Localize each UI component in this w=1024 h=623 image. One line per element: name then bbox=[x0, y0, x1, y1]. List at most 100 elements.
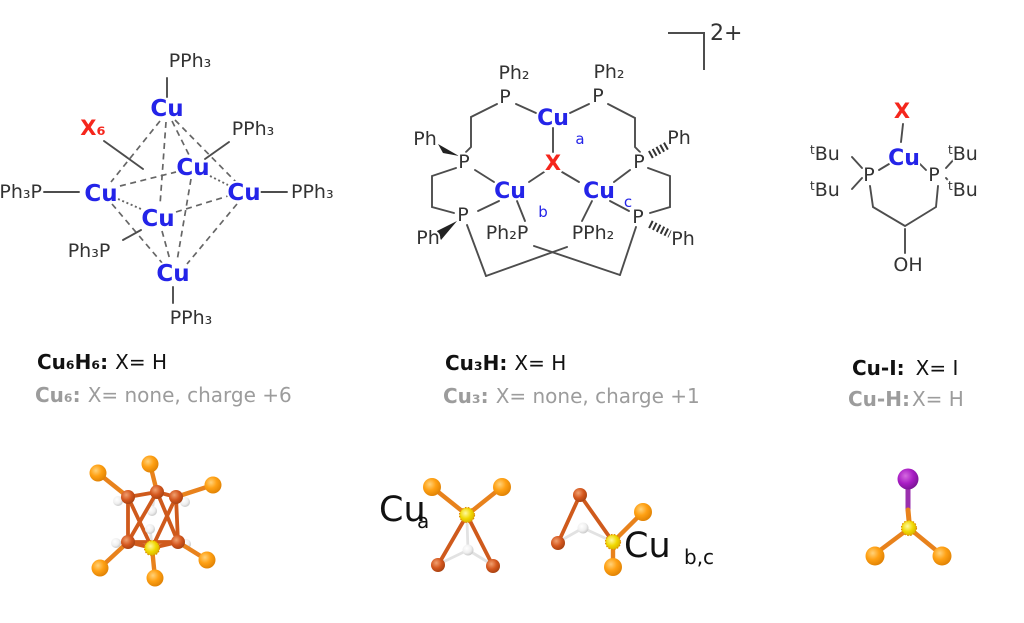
sub-c-label: c bbox=[624, 193, 632, 211]
p-label-lowleft: P bbox=[457, 204, 468, 226]
tbu-label-bottomleft: tBu bbox=[810, 179, 840, 201]
cubc-fragment-model: Cu b,c bbox=[551, 488, 714, 576]
p-label-pincer-left: P bbox=[863, 164, 874, 186]
x6-label: X₆ bbox=[80, 116, 105, 140]
cu-highlight-atom bbox=[458, 506, 476, 524]
cu-atom bbox=[431, 558, 445, 572]
cu-pincer-structure: X Cu P P tBu tBu tBu tBu OH bbox=[808, 97, 980, 278]
ph-label-right: Ph bbox=[667, 127, 691, 149]
ph-label-lowright: Ph bbox=[671, 228, 695, 250]
compound-condition: X= H bbox=[115, 350, 167, 374]
compound-condition: X= H bbox=[514, 351, 566, 375]
cu-a-label: Cu bbox=[537, 106, 569, 131]
x-label-middle: X bbox=[545, 151, 561, 175]
p-label-lowright: P bbox=[632, 206, 643, 228]
tbu-main: Bu bbox=[815, 179, 840, 201]
sub-a-label: a bbox=[575, 130, 584, 148]
h-atom bbox=[462, 544, 474, 556]
cua-model-subscript: a bbox=[417, 509, 429, 533]
p-atom bbox=[634, 503, 652, 521]
oh-label: OH bbox=[893, 254, 922, 276]
ph2p-label: Ph₂P bbox=[486, 222, 529, 244]
cu6-octahedron-dashed-bonds bbox=[110, 119, 238, 265]
p-atom bbox=[146, 569, 164, 587]
p-atom bbox=[141, 455, 159, 473]
compound-name: Cu-H: bbox=[848, 387, 910, 411]
cu-atom bbox=[171, 535, 185, 549]
cu-label-left: Cu bbox=[84, 181, 117, 207]
tbu-superscript: t bbox=[948, 179, 953, 193]
charge-label: 2+ bbox=[710, 21, 742, 46]
cubc-model-subscript: b,c bbox=[684, 545, 714, 569]
cu-atom bbox=[551, 536, 565, 550]
ph2-label-topleft: Ph₂ bbox=[498, 62, 529, 84]
compound-condition: X= I bbox=[916, 356, 959, 380]
caption-right-line2: Cu-H:X= H bbox=[848, 387, 964, 411]
caption-middle-line2: Cu₃:X= none, charge +1 bbox=[443, 384, 700, 408]
cu-highlight-atom bbox=[604, 533, 622, 551]
tbu-main: Bu bbox=[815, 143, 840, 165]
cu-atom bbox=[169, 490, 183, 504]
pph3-label-right: PPh₃ bbox=[291, 181, 334, 203]
h-atom bbox=[145, 524, 155, 534]
cu-label-right: Cu bbox=[227, 180, 260, 206]
pph2-label: PPh₂ bbox=[572, 222, 615, 244]
x-label-right: X bbox=[894, 99, 910, 123]
tbu-label-bottomright: tBu bbox=[948, 179, 978, 201]
ph-label-left: Ph bbox=[413, 128, 437, 150]
tbu-superscript: t bbox=[810, 179, 815, 193]
p-atom bbox=[198, 551, 216, 569]
sub-b-label: b bbox=[538, 203, 548, 221]
compound-name: Cu₃H: bbox=[445, 351, 507, 375]
p-atom bbox=[89, 464, 107, 482]
p-atom bbox=[423, 478, 441, 496]
caption-right-line1: Cu-I:X= I bbox=[852, 356, 958, 380]
p-atom bbox=[865, 546, 885, 566]
charge-bracket bbox=[668, 32, 705, 70]
p-atom bbox=[932, 546, 952, 566]
cu3-bonds bbox=[431, 103, 671, 277]
caption-left-line1: Cu₆H₆: X= H bbox=[37, 350, 167, 374]
tbu-main: Bu bbox=[953, 179, 978, 201]
cu-label-pincer: Cu bbox=[888, 146, 920, 171]
cu-label-bottom: Cu bbox=[156, 261, 189, 287]
h-atom bbox=[577, 522, 589, 534]
cui-model bbox=[865, 468, 952, 566]
ph-label-lowleft: Ph bbox=[416, 227, 440, 249]
pincer-bonds bbox=[851, 123, 957, 254]
phosphine-bonds bbox=[95, 461, 216, 581]
caption-left-line2: Cu₆:X= none, charge +6 bbox=[35, 383, 292, 407]
p-atom bbox=[204, 476, 222, 494]
p-label-pincer-right: P bbox=[928, 164, 939, 186]
cu-label-back: Cu bbox=[176, 155, 209, 181]
cu-highlight-atom bbox=[143, 539, 161, 557]
h-atom bbox=[113, 496, 123, 506]
cu-atom bbox=[121, 490, 135, 504]
p-atom bbox=[604, 558, 622, 576]
compound-condition: X= H bbox=[912, 387, 964, 411]
tbu-superscript: t bbox=[810, 143, 815, 157]
tbu-label-topright: tBu bbox=[948, 143, 978, 165]
p-label-topleft: P bbox=[499, 86, 510, 108]
tbu-superscript: t bbox=[948, 143, 953, 157]
pph3-label-topright: PPh₃ bbox=[232, 118, 275, 140]
cu-c-label: Cu bbox=[583, 179, 615, 204]
cu-label-front: Cu bbox=[141, 206, 174, 232]
p-atom bbox=[493, 478, 511, 496]
cu-highlight-atom bbox=[900, 519, 918, 537]
cu6h6-structure: PPh₃ PPh₃ Ph₃P PPh₃ Ph₃P PPh₃ X₆ Cu Cu C… bbox=[0, 48, 336, 331]
compound-name: Cu₆H₆: bbox=[37, 350, 108, 374]
compound-condition: X= none, charge +6 bbox=[88, 383, 292, 407]
cubc-model-label: Cu bbox=[624, 526, 671, 566]
compound-condition: X= none, charge +1 bbox=[496, 384, 700, 408]
ph3p-label-left: Ph₃P bbox=[0, 181, 42, 203]
p-label-midright: P bbox=[633, 151, 644, 173]
cu-atom bbox=[121, 535, 135, 549]
cu6-ligand-bonds bbox=[43, 77, 288, 304]
cu-label-top: Cu bbox=[150, 96, 183, 122]
i-atom bbox=[897, 468, 919, 490]
cu3h-structure: 2+ Ph₂ P bbox=[411, 21, 742, 277]
h-atom bbox=[111, 538, 121, 548]
